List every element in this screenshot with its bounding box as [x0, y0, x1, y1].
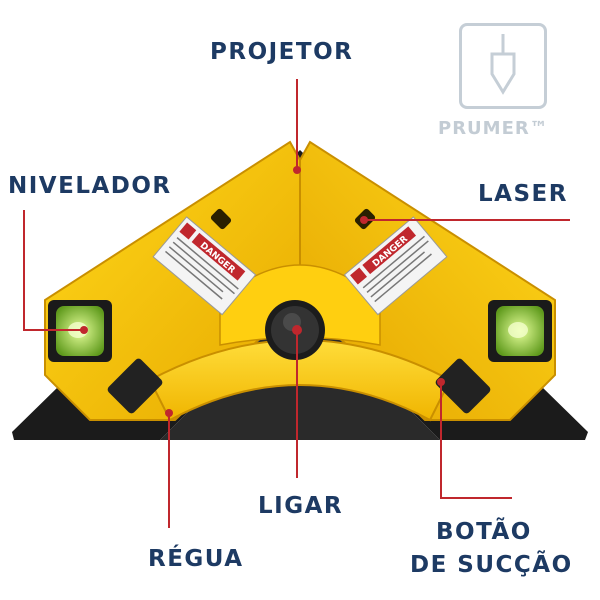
- label-suction-line2: DE SUCÇÃO: [410, 552, 573, 578]
- label-leveler: NIVELADOR: [8, 173, 172, 199]
- brand-logo: [459, 23, 547, 109]
- label-power: LIGAR: [258, 493, 344, 519]
- callout-dots: [80, 166, 445, 417]
- danger-sticker-left: DANGER: [152, 216, 257, 316]
- danger-sticker-right: DANGER: [343, 216, 448, 316]
- label-ruler: RÉGUA: [148, 546, 244, 572]
- callout-lines: [23, 79, 570, 528]
- brand-name: PRUMER™: [438, 118, 549, 139]
- plumb-bob-icon: [490, 34, 516, 95]
- label-suction-line1: BOTÃO: [436, 519, 532, 545]
- bubble-level-right: [488, 300, 552, 362]
- label-projector: PROJETOR: [210, 39, 354, 65]
- label-laser: LASER: [478, 181, 568, 207]
